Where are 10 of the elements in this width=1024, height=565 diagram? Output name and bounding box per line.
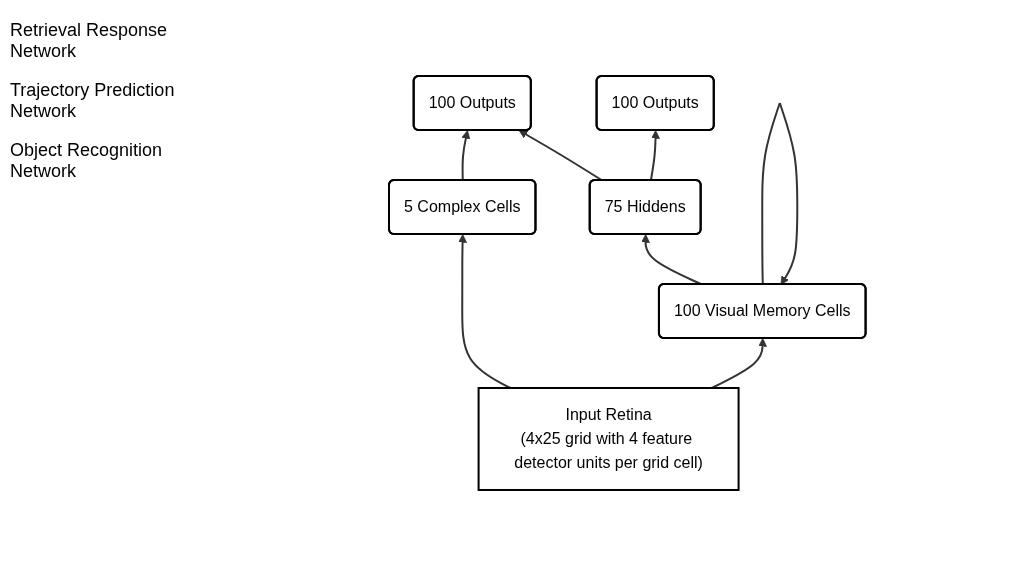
network-label: Object Recognition Network	[10, 140, 164, 182]
arrow	[760, 101, 798, 285]
arrow	[710, 337, 767, 389]
network-label: Retrieval Response Network	[10, 20, 169, 62]
arrow	[649, 129, 660, 181]
node-box: Input Retina (4x25 grid with 4 feature detector units per grid cell)	[477, 386, 740, 491]
arrow	[461, 129, 470, 181]
arrow	[518, 129, 603, 181]
arrow	[457, 233, 512, 389]
network-label: Trajectory Prediction Network	[10, 80, 176, 122]
